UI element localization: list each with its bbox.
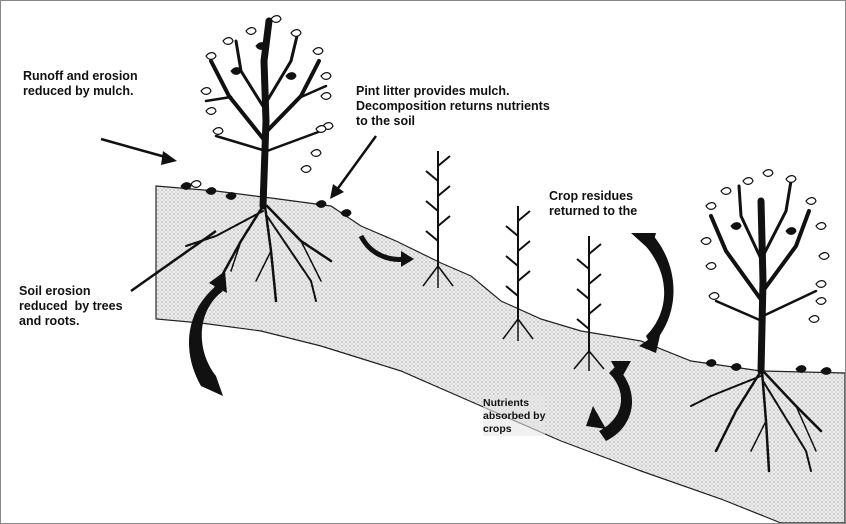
label-plant-litter: Pint litter provides mulch. Decompositio… <box>356 84 550 129</box>
label-soil-erosion: Soil erosion reduced by trees and roots. <box>19 284 123 329</box>
straight-arrow-icon-litter <box>330 136 376 199</box>
label-nutrients: Nutrients absorbed by crops <box>483 397 545 436</box>
curved-arrow-icon-residues <box>631 233 674 353</box>
label-runoff: Runoff and erosion reduced by mulch. <box>23 69 138 99</box>
straight-arrow-icon-runoff <box>101 139 177 165</box>
label-crop-residues: Crop residues returned to the <box>549 189 637 219</box>
soil-profile <box>156 186 845 523</box>
